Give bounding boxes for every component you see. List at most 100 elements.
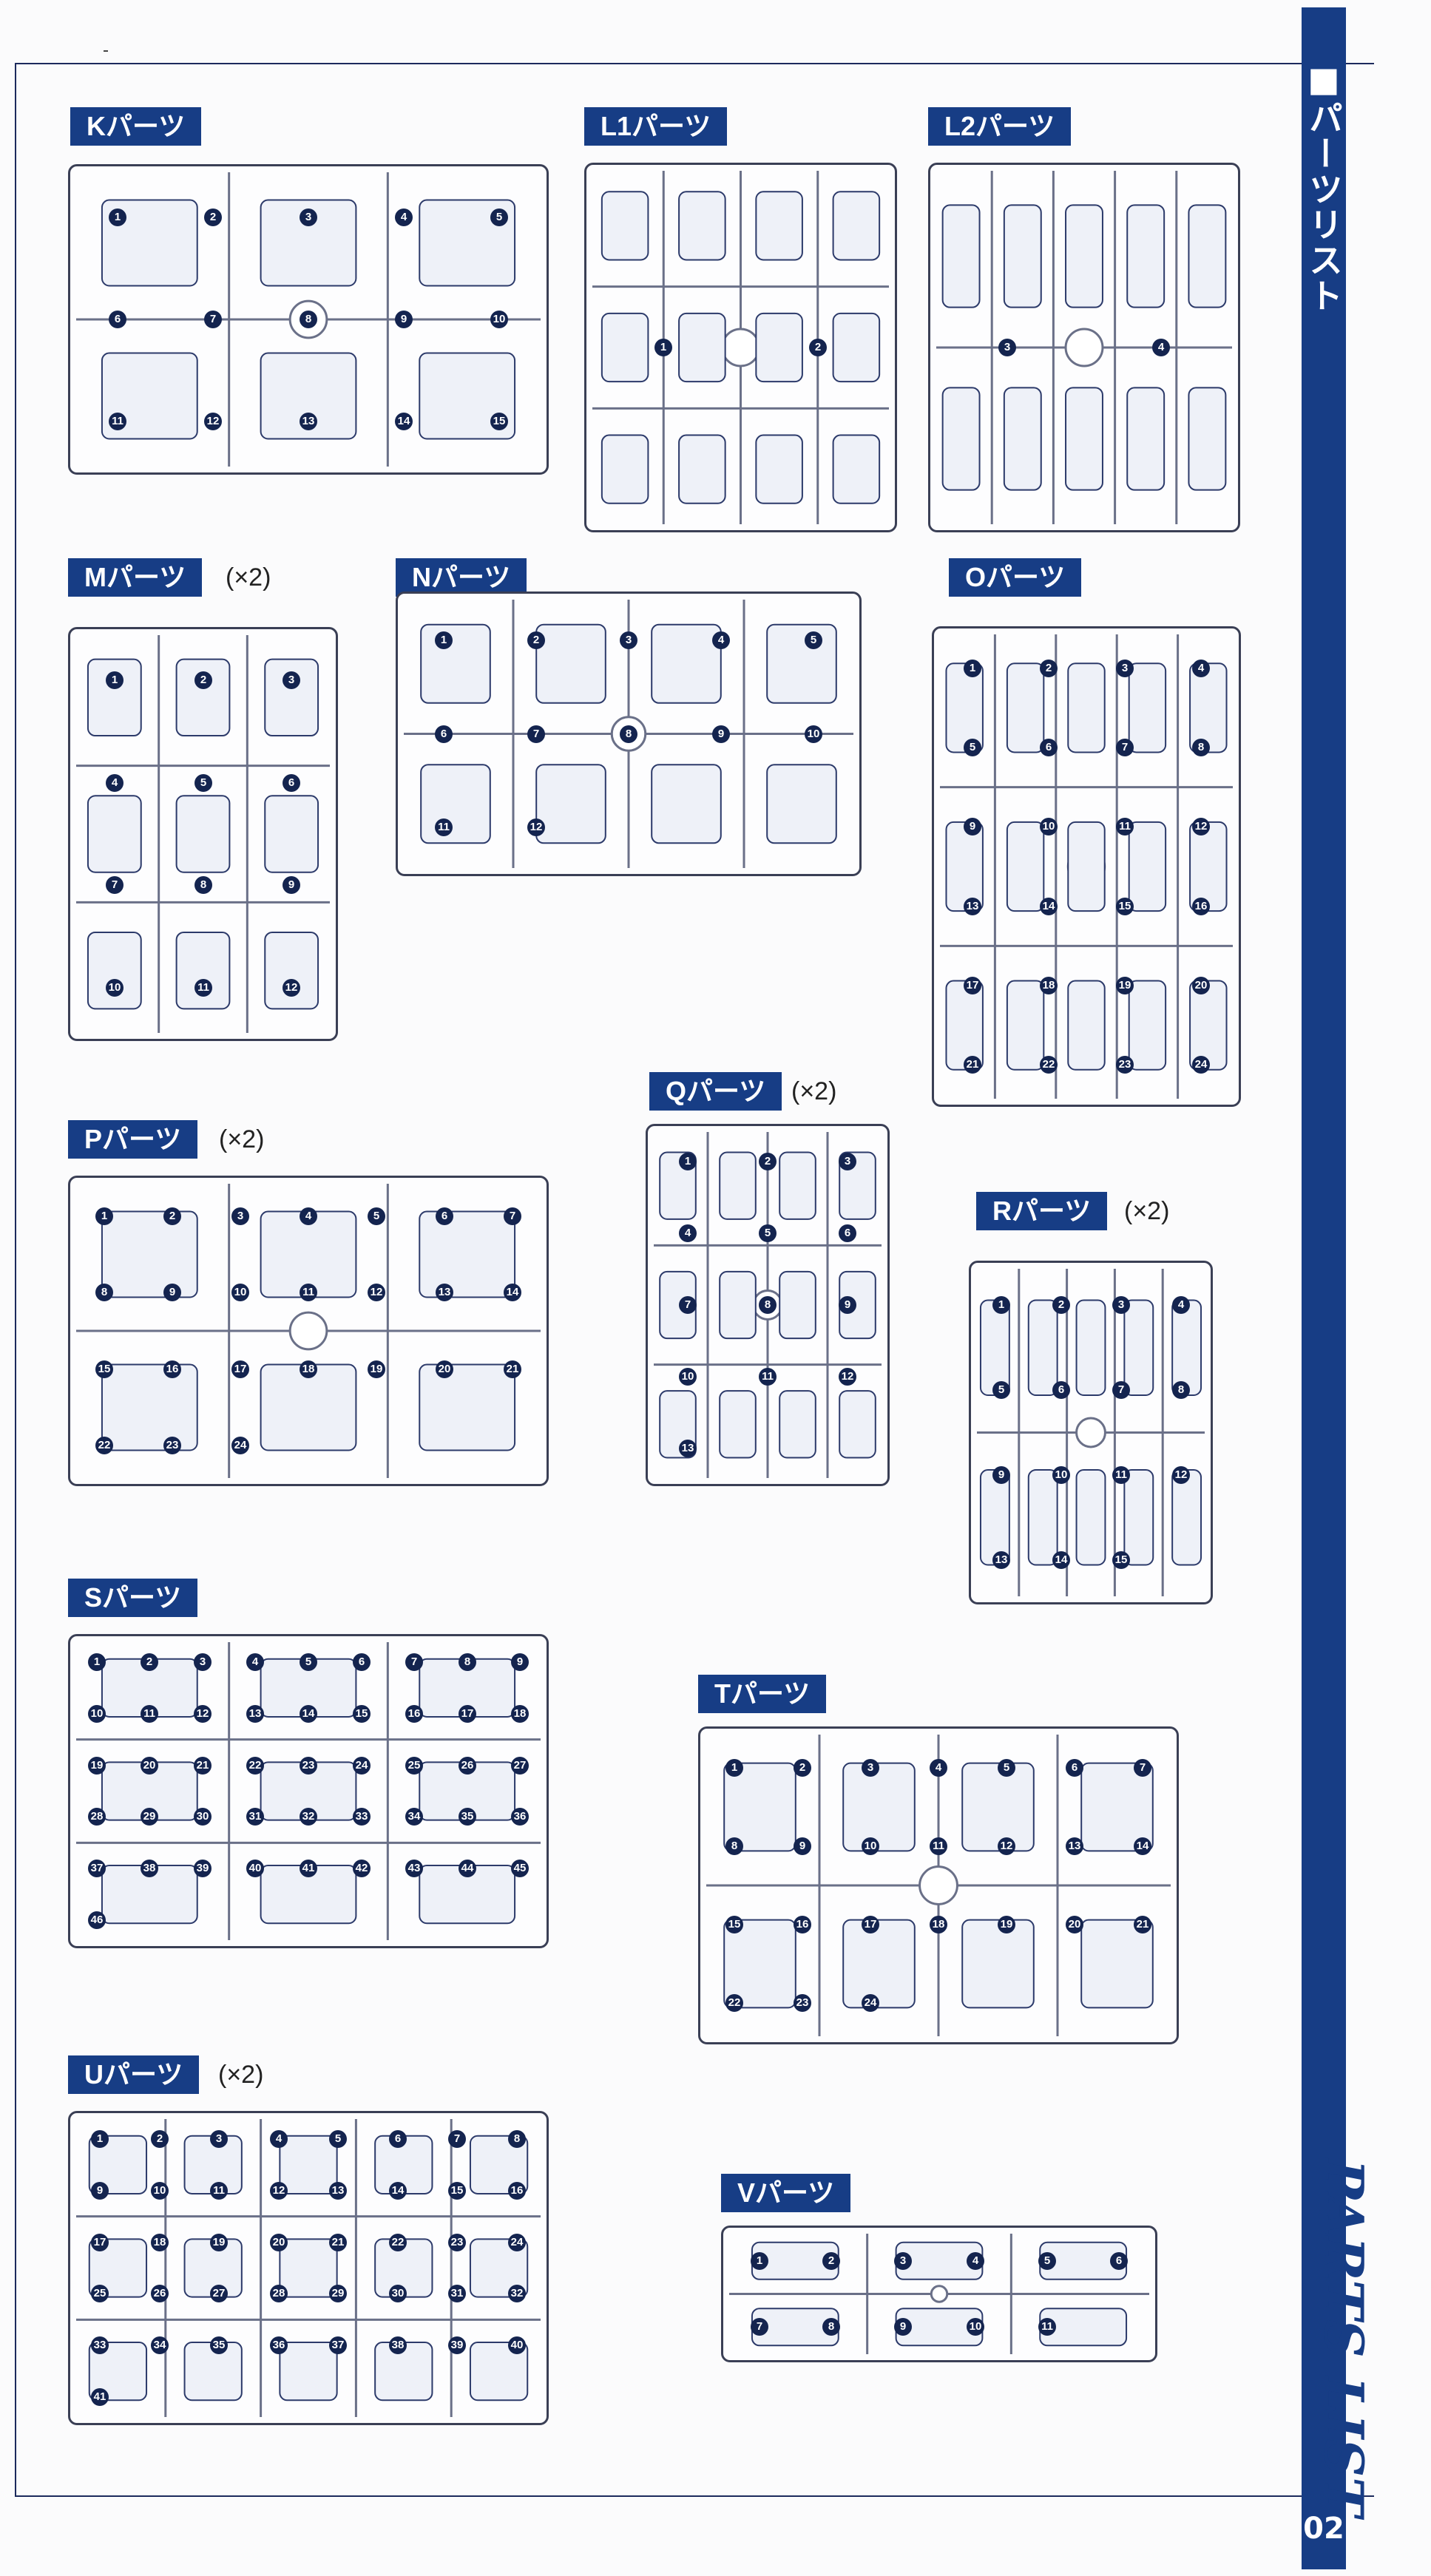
part-number-marker: 3 xyxy=(231,1207,249,1225)
runner-drawing xyxy=(706,1735,1171,2036)
section-multiplier-q: (×2) xyxy=(791,1077,837,1105)
part-number-marker: 5 xyxy=(964,739,981,756)
part-number-marker: 22 xyxy=(246,1757,264,1775)
runner-drawing xyxy=(76,172,541,467)
part-number-marker: 2 xyxy=(794,1759,811,1777)
part-number-marker: 19 xyxy=(998,1916,1015,1933)
part-number-marker: 4 xyxy=(712,631,730,649)
part-number-marker: 7 xyxy=(1112,1381,1130,1399)
part-number-marker: 7 xyxy=(527,725,545,743)
part-number-marker: 37 xyxy=(329,2336,347,2354)
part-number-marker: 35 xyxy=(210,2336,228,2354)
part-number-marker: 4 xyxy=(106,774,124,792)
part-number-marker: 31 xyxy=(448,2285,466,2302)
part-number-marker: 13 xyxy=(1066,1837,1083,1855)
part-number-marker: 6 xyxy=(1110,2252,1128,2270)
part-number-marker: 44 xyxy=(459,1860,476,1877)
part-number-marker: 10 xyxy=(88,1705,106,1723)
part-number-marker: 7 xyxy=(448,2130,466,2148)
part-number-marker: 4 xyxy=(246,1653,264,1671)
part-number-marker: 16 xyxy=(405,1705,423,1723)
part-number-marker: 6 xyxy=(435,725,453,743)
part-number-marker: 9 xyxy=(163,1284,181,1301)
part-number-marker: 5 xyxy=(490,209,508,226)
registration-mark xyxy=(104,50,108,52)
part-number-marker: 16 xyxy=(508,2182,526,2200)
part-number-marker: 13 xyxy=(300,413,317,430)
part-number-marker: 15 xyxy=(725,1916,743,1933)
part-number-marker: 19 xyxy=(1116,977,1134,994)
part-number-marker: 9 xyxy=(91,2182,109,2200)
part-number-marker: 2 xyxy=(194,671,212,689)
part-number-marker: 19 xyxy=(210,2234,228,2251)
runner-drawing xyxy=(76,635,330,1033)
part-number-marker: 22 xyxy=(1040,1056,1058,1074)
part-number-marker: 8 xyxy=(759,1296,777,1314)
part-number-marker: 24 xyxy=(353,1757,371,1775)
part-number-marker: 9 xyxy=(964,818,981,835)
part-number-marker: 8 xyxy=(300,311,317,328)
runner-drawing xyxy=(592,171,889,524)
part-number-marker: 10 xyxy=(151,2182,169,2200)
part-number-marker: 39 xyxy=(194,1860,212,1877)
part-number-marker: 3 xyxy=(998,339,1016,356)
part-number-marker: 10 xyxy=(231,1284,249,1301)
part-number-marker: 29 xyxy=(329,2285,347,2302)
part-number-marker: 36 xyxy=(511,1808,529,1826)
part-number-marker: 2 xyxy=(1052,1296,1070,1314)
part-number-marker: 29 xyxy=(141,1808,158,1826)
part-number-marker: 3 xyxy=(862,1759,879,1777)
part-number-marker: 6 xyxy=(109,311,126,328)
part-number-marker: 5 xyxy=(998,1759,1015,1777)
part-number-marker: 4 xyxy=(300,1207,317,1225)
runner-drawing xyxy=(936,171,1232,524)
section-label-n: Nパーツ xyxy=(396,558,527,597)
part-number-marker: 17 xyxy=(459,1705,476,1723)
part-number-marker: 9 xyxy=(395,311,413,328)
part-number-marker: 13 xyxy=(436,1284,453,1301)
part-number-marker: 2 xyxy=(141,1653,158,1671)
part-number-marker: 6 xyxy=(283,774,300,792)
part-number-marker: 24 xyxy=(508,2234,526,2251)
part-number-marker: 1 xyxy=(435,631,453,649)
part-number-marker: 10 xyxy=(679,1368,697,1386)
part-number-marker: 36 xyxy=(270,2336,288,2354)
part-number-marker: 7 xyxy=(679,1296,697,1314)
part-number-marker: 4 xyxy=(1172,1296,1190,1314)
part-number-marker: 21 xyxy=(1134,1916,1151,1933)
part-number-marker: 10 xyxy=(967,2318,984,2336)
part-number-marker: 15 xyxy=(95,1360,113,1378)
section-multiplier-m: (×2) xyxy=(226,563,271,592)
part-number-marker: 7 xyxy=(204,311,222,328)
part-number-marker: 11 xyxy=(759,1368,777,1386)
part-number-marker: 3 xyxy=(1116,660,1134,677)
part-number-marker: 4 xyxy=(967,2252,984,2270)
part-number-marker: 17 xyxy=(91,2234,109,2251)
part-number-marker: 12 xyxy=(204,413,222,430)
part-number-marker: 31 xyxy=(246,1808,264,1826)
part-number-marker: 28 xyxy=(88,1808,106,1826)
part-number-marker: 40 xyxy=(508,2336,526,2354)
runner-drawing xyxy=(977,1269,1205,1596)
part-number-marker: 46 xyxy=(88,1911,106,1929)
part-number-marker: 3 xyxy=(210,2130,228,2148)
part-number-marker: 35 xyxy=(459,1808,476,1826)
part-number-marker: 23 xyxy=(163,1437,181,1454)
section-label-l1: L1パーツ xyxy=(584,107,728,146)
part-number-marker: 7 xyxy=(106,876,124,894)
part-number-marker: 26 xyxy=(151,2285,169,2302)
part-number-marker: 13 xyxy=(992,1551,1010,1569)
part-number-marker: 20 xyxy=(436,1360,453,1378)
part-number-marker: 5 xyxy=(759,1224,777,1242)
part-number-marker: 11 xyxy=(194,979,212,997)
part-number-marker: 5 xyxy=(1038,2252,1056,2270)
section-label-t: Tパーツ xyxy=(698,1675,827,1713)
part-number-marker: 41 xyxy=(91,2388,109,2406)
part-number-marker: 5 xyxy=(300,1653,317,1671)
part-number-marker: 14 xyxy=(300,1705,317,1723)
part-number-marker: 2 xyxy=(822,2252,840,2270)
